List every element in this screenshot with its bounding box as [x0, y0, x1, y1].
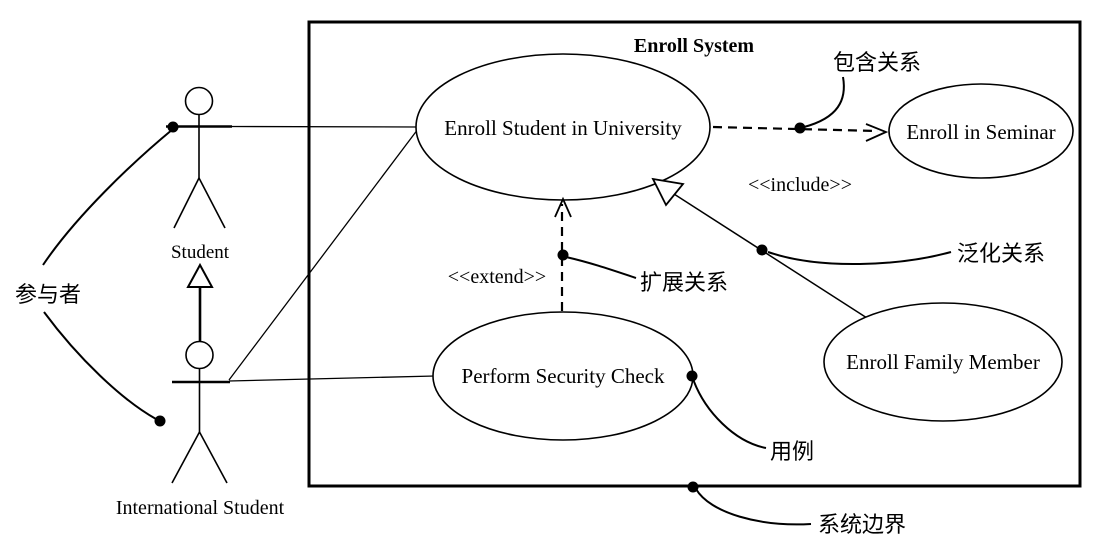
- actor-student-figure: [166, 86, 232, 229]
- actor-international-label: International Student: [116, 497, 285, 519]
- use-case-enroll-family-ellipse: [823, 302, 1063, 422]
- actor-international-student-figure: [171, 340, 230, 484]
- leader-actor-bottom: [43, 311, 157, 420]
- actor-student-head-icon: [184, 86, 214, 116]
- annotation-include-label: 包含关系: [833, 50, 921, 75]
- extend-stereotype-label: <<extend>>: [448, 266, 546, 288]
- use-case-enroll-seminar-label: Enroll in Seminar: [906, 120, 1055, 144]
- use-case-ellipses: [415, 53, 1074, 441]
- include-arrowhead-icon: [865, 123, 889, 142]
- generalization-family-line: [673, 193, 868, 319]
- annotation-extend-label: 扩展关系: [640, 270, 728, 295]
- annotation-generalization-label: 泛化关系: [957, 241, 1045, 266]
- dot-actor-student: [167, 121, 179, 133]
- leader-include: [803, 76, 845, 128]
- actor-international-leg-left: [171, 431, 201, 484]
- leader-use-case: [692, 378, 767, 449]
- actor-generalization-triangle-icon: [186, 262, 214, 288]
- annotation-use-case-label: 用例: [770, 439, 814, 464]
- system-title: Enroll System: [634, 35, 755, 57]
- actor-generalization: [186, 262, 214, 341]
- use-case-security-check-label: Perform Security Check: [462, 364, 665, 388]
- annotation-actor-label: 参与者: [15, 282, 81, 307]
- association-lines: [228, 125, 868, 382]
- actor-student-label: Student: [171, 242, 230, 263]
- actor-student-leg-right: [198, 177, 226, 229]
- leader-system-boundary: [695, 488, 812, 526]
- callout-dots: [154, 121, 806, 493]
- dot-generalization: [756, 244, 768, 256]
- annotation-leaders: [42, 76, 952, 526]
- dot-actor-international: [154, 415, 166, 427]
- actor-international-leg-right: [198, 431, 228, 484]
- dot-extend: [557, 249, 569, 261]
- association-student-university: [229, 125, 419, 128]
- use-case-enroll-university-label: Enroll Student in University: [444, 116, 682, 140]
- use-case-enroll-family-label: Enroll Family Member: [846, 350, 1040, 374]
- association-intl-university: [228, 128, 419, 381]
- actor-international-head-icon: [185, 340, 214, 370]
- include-stereotype-label: <<include>>: [748, 174, 852, 196]
- extend-arrowhead-icon: [554, 196, 572, 218]
- association-intl-security: [228, 375, 436, 382]
- dot-include: [794, 122, 806, 134]
- leader-actor-top: [42, 128, 174, 266]
- generalization-triangle-icon: [651, 177, 685, 207]
- dot-system-boundary: [687, 481, 699, 493]
- annotation-system-boundary-label: 系统边界: [818, 512, 906, 537]
- leader-extend: [565, 256, 637, 279]
- use-case-enroll-seminar-ellipse: [888, 83, 1074, 179]
- dot-use-case: [686, 370, 698, 382]
- actor-student-leg-left: [173, 177, 200, 229]
- leader-generalization: [767, 251, 952, 265]
